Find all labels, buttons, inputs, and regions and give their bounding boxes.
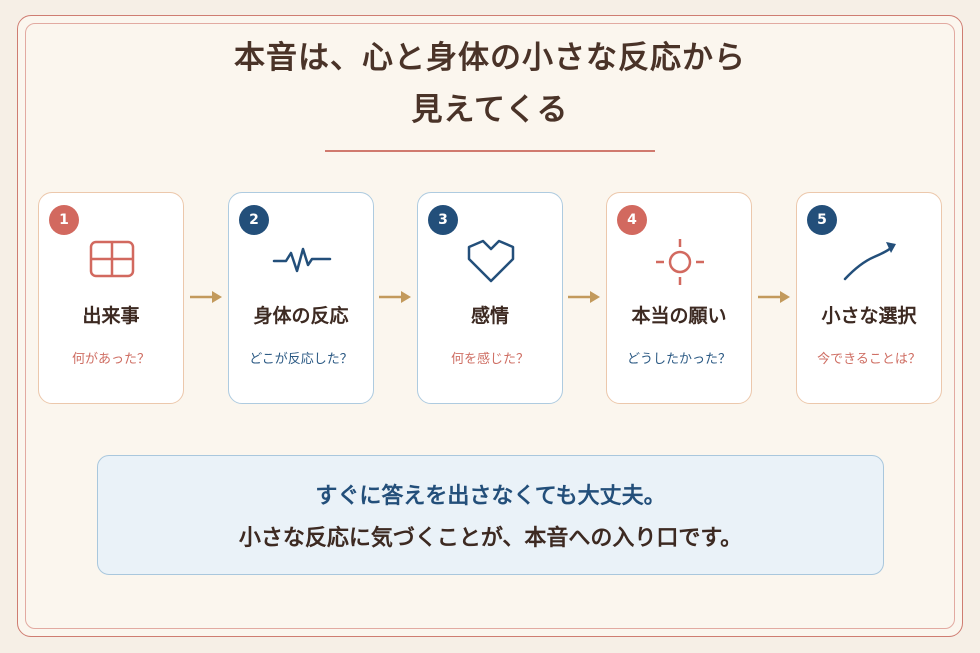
step-title: 本当の願い <box>631 305 727 327</box>
step-number-badge: 4 <box>617 205 647 235</box>
step-question: 何があった？ <box>71 352 150 367</box>
step-title: 小さな選択 <box>821 305 917 327</box>
step-question: どうしたかった？ <box>626 352 731 367</box>
arrow-right-icon <box>758 291 790 303</box>
step-title: 身体の反応 <box>253 305 349 327</box>
title-divider <box>325 150 655 152</box>
arrow-right-icon <box>190 291 222 303</box>
step-title: 感情 <box>470 305 509 327</box>
step-number-badge: 1 <box>49 205 79 235</box>
heartbeat-icon <box>272 247 332 273</box>
step-question: 何を感じた？ <box>450 352 529 367</box>
step-number-badge: 3 <box>428 205 458 235</box>
step-card-2: 2 身体の反応 どこが反応した？ <box>228 192 374 404</box>
inner-frame <box>25 23 955 629</box>
crosshair-icon <box>656 239 704 285</box>
message-line-1: すぐに答えを出さなくても大丈夫。 <box>315 484 666 509</box>
step-card-5: 5 小さな選択 今できることは？ <box>796 192 942 404</box>
step-card-4: 4 本当の願い どうしたかった？ <box>606 192 752 404</box>
step-title: 出来事 <box>82 305 140 327</box>
trend-up-arrow-icon <box>843 242 896 281</box>
message-line-2: 小さな反応に気づくことが、本音への入り口です。 <box>238 526 743 551</box>
step-number-badge: 5 <box>807 205 837 235</box>
step-question: 今できることは？ <box>817 352 921 367</box>
step-question: どこが反応した？ <box>249 352 353 367</box>
arrow-right-icon <box>568 291 600 303</box>
page-title-line-2: 見えてくる <box>411 92 569 128</box>
message-box: すぐに答えを出さなくても大丈夫。 小さな反応に気づくことが、本音への入り口です。 <box>97 455 884 575</box>
step-card-3: 3 感情 何を感じた？ <box>417 192 563 404</box>
step-card-1: 1 出来事 何があった？ <box>38 192 184 404</box>
step-number-badge: 2 <box>239 205 269 235</box>
heart-outline-icon <box>467 239 515 283</box>
page-title-line-1: 本音は、心と身体の小さな反応から <box>234 40 746 76</box>
grid-window-icon <box>89 240 135 278</box>
arrow-right-icon <box>379 291 411 303</box>
